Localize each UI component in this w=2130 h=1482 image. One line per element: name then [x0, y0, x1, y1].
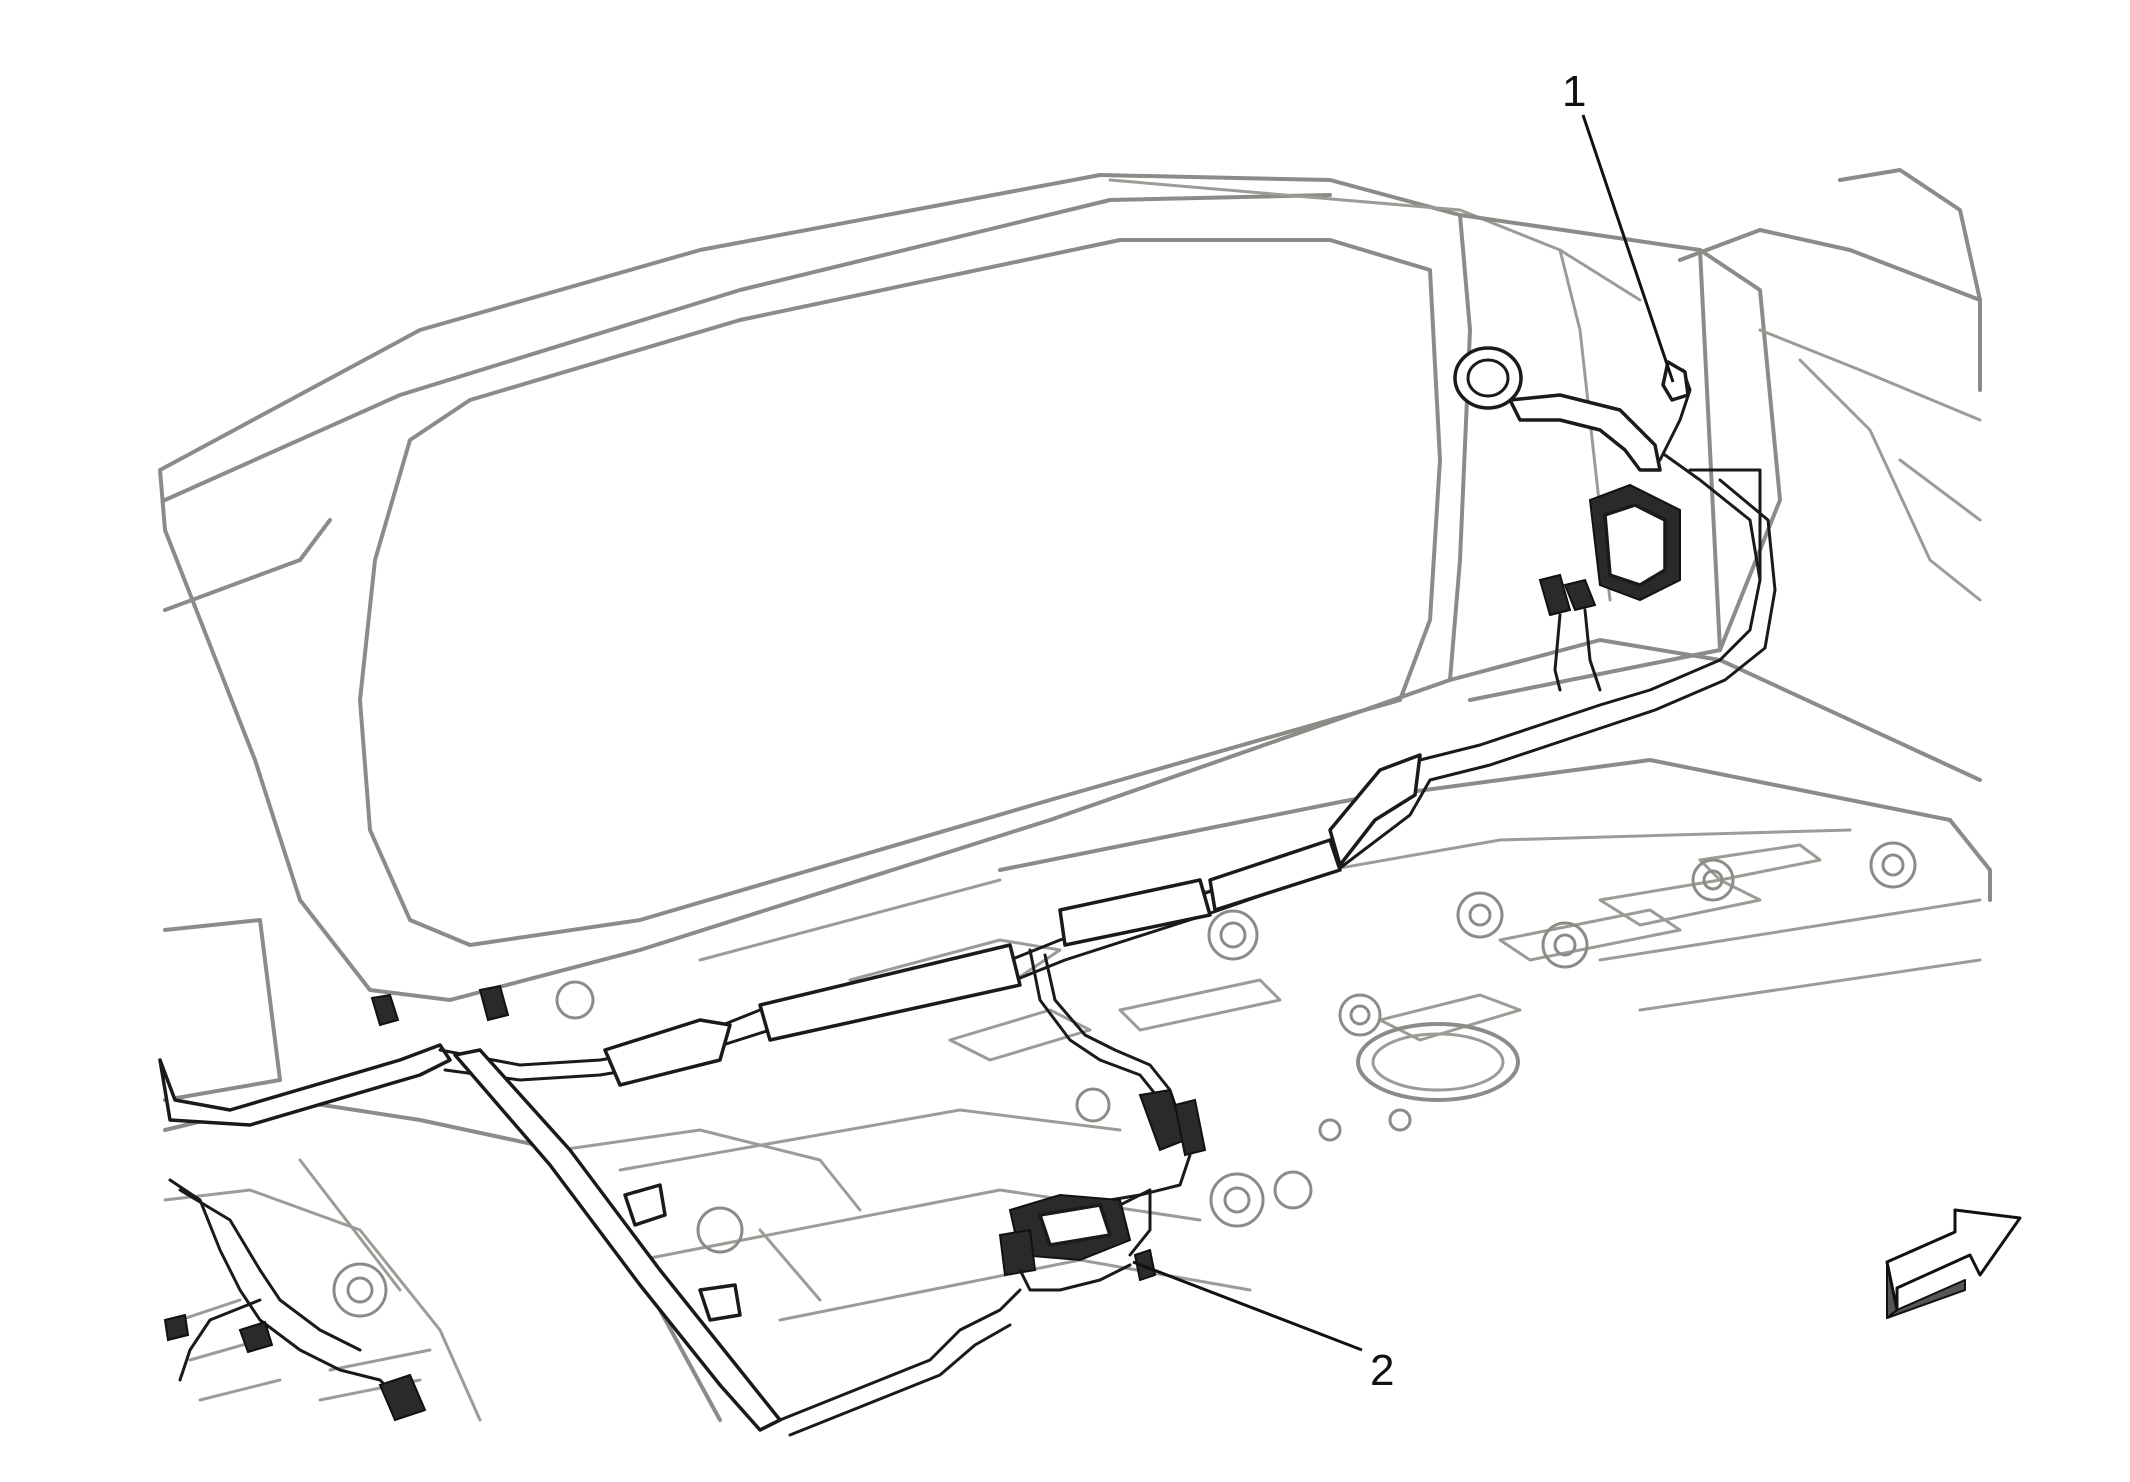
callout-2-leader-line	[1132, 1260, 1363, 1352]
callout-1: 1	[1562, 67, 1675, 383]
wiring-harness	[158, 346, 1777, 1437]
callout-1-label: 1	[1562, 67, 1586, 116]
forward-direction-arrow-icon	[1885, 1208, 2022, 1319]
vehicle-body-outline	[158, 168, 1992, 1422]
callout-2-label: 2	[1370, 1346, 1394, 1395]
callout-1-leader-line	[1581, 114, 1675, 383]
callout-2: 2	[1132, 1260, 1394, 1395]
